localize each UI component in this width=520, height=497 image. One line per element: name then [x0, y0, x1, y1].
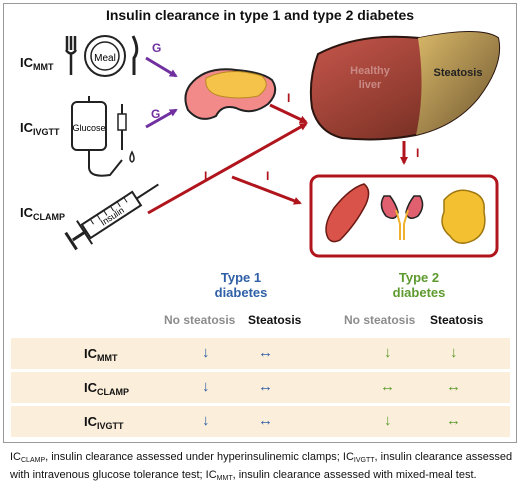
adipose-icon [441, 189, 486, 244]
kidneys-icon [380, 195, 424, 240]
left-right-arrow-icon: ↔ [446, 378, 461, 395]
healthy-liver-line2: liver [359, 79, 382, 91]
row-label-mmt: ICMMT [84, 346, 118, 363]
steatosis-liver-label: Steatosis [434, 67, 483, 79]
healthy-liver-line1: Healthy [350, 65, 391, 77]
down-arrow-icon: ↓ [202, 344, 210, 361]
insulin-signal-tissue: I [266, 169, 269, 183]
figure-frame [3, 3, 517, 443]
down-arrow-icon: ↓ [202, 378, 210, 395]
meal-icon [64, 35, 139, 77]
left-right-arrow-icon: ↔ [380, 378, 395, 395]
subheader-t2-no-steatosis: No steatosis [344, 313, 416, 327]
left-right-arrow-icon: ↔ [258, 412, 273, 429]
left-right-arrow-icon: ↔ [258, 344, 273, 361]
glucose-label: Glucose [72, 123, 105, 133]
ic-ivgtt-label: ICIVGTT [20, 120, 60, 137]
ic-clamp-label: ICCLAMP [20, 205, 65, 222]
glucose-signal-mmt: G [152, 41, 161, 55]
glucose-signal-ivgtt: G [151, 107, 160, 121]
meal-label: Meal [94, 53, 116, 64]
down-arrow-icon: ↓ [202, 412, 210, 429]
healthy-liver-label: Healthy liver [350, 65, 391, 91]
table-row-mmt [11, 338, 510, 369]
iv-bag-icon [71, 96, 135, 177]
down-arrow-icon: ↓ [384, 344, 392, 361]
diagram-illustration: Meal Glucose Insulin G G I I I I [64, 31, 501, 258]
table-row-clamp [11, 372, 510, 403]
muscle-icon [325, 183, 370, 243]
insulin-signal-liver: I [416, 146, 419, 160]
table-row-ivgtt [11, 406, 510, 437]
insulin-signal-pancreas: I [287, 91, 290, 105]
left-right-arrow-icon: ↔ [446, 412, 461, 429]
subheader-t1-no-steatosis: No steatosis [164, 313, 236, 327]
type1-header: Type 1 diabetes [214, 270, 268, 300]
ic-mmt-label: ICMMT [20, 55, 54, 72]
syringe-icon [64, 183, 159, 251]
liver-icon [309, 31, 501, 141]
insulin-signal-clamp: I [204, 169, 207, 183]
figure-title: Insulin clearance in type 1 and type 2 d… [105, 7, 415, 23]
pancreas-icon [184, 68, 277, 120]
row-label-ivgtt: ICIVGTT [84, 414, 124, 431]
left-right-arrow-icon: ↔ [258, 378, 273, 395]
row-label-clamp: ICCLAMP [84, 380, 129, 397]
subheader-t2-steatosis: Steatosis [430, 313, 484, 327]
figure-caption: ICCLAMP, insulin clearance assessed unde… [10, 451, 513, 482]
subheader-t1-steatosis: Steatosis [248, 313, 302, 327]
down-arrow-icon: ↓ [450, 344, 458, 361]
type2-header: Type 2 diabetes [392, 270, 446, 300]
down-arrow-icon: ↓ [384, 412, 392, 429]
